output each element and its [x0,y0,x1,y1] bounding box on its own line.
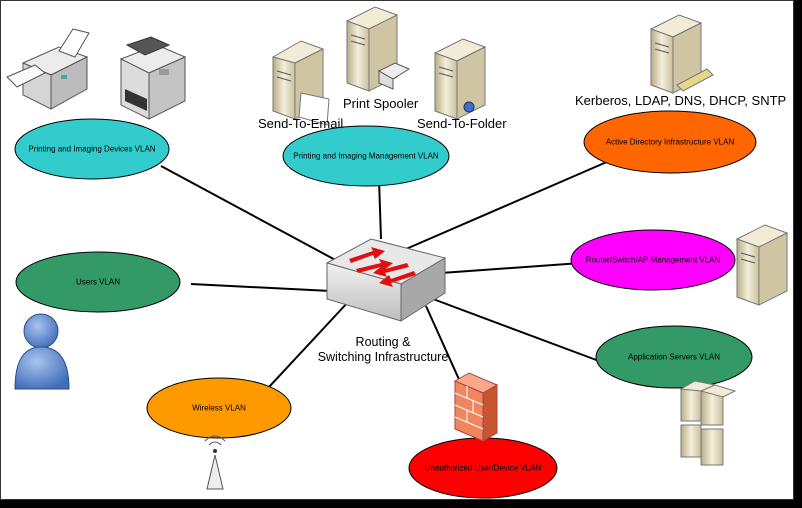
link-active-directory [405,160,610,250]
server-icon [433,38,487,120]
vlan-active-directory-label: Active Directory Infrastructure VLAN [605,137,735,147]
server-cluster-icon [679,380,737,466]
network-diagram: Printing and Imaging Devices VLAN Printi… [0,0,794,500]
print-spooler-caption: Print Spooler [343,96,419,111]
vlan-wireless-label: Wireless VLAN [192,403,246,413]
hub-label-line2: Switching Infrastructure [317,350,449,364]
diagram-svg [6,6,789,499]
vlan-active-directory-ellipse [583,110,757,174]
vlan-printing-devices-ellipse [14,118,170,180]
user-icon [14,313,70,390]
vlan-printing-devices-label: Printing and Imaging Devices VLAN [28,144,156,154]
vlan-router-management-label: Router/Switch/AP Management VLAN [585,255,721,265]
vlan-printing-management-ellipse [282,125,450,187]
link-printing-management [378,178,382,240]
vlan-unauthorized-label: Unauthorized User/Device VLAN [424,463,542,473]
firewall-icon [453,372,499,442]
send-to-folder-caption: Send-To-Folder [417,116,507,131]
server-icon [345,6,411,92]
link-users [190,283,332,292]
link-printing-devices [160,165,342,264]
ad-services-caption: Kerberos, LDAP, DNS, DHCP, SNTP [575,93,787,108]
server-icon [735,224,789,306]
server-icon [271,40,330,126]
vlan-printing-management-label: Printing and Imaging Management VLAN [293,151,439,161]
hub-label-line1: Routing & [355,335,411,349]
server-icon [649,14,714,94]
vlan-application-servers-ellipse [595,325,753,389]
hub-label: Routing & Switching Infrastructure [317,335,449,365]
send-to-email-caption: Send-To-Email [258,116,344,131]
vlan-wireless-ellipse [146,377,292,439]
vlan-application-servers-label: Application Servers VLAN [627,352,721,362]
vlan-users-ellipse [15,251,181,313]
wireless-ap-icon [204,435,226,490]
link-router-management [440,262,582,274]
multifunction-printer-icon [119,36,187,120]
link-wireless [255,300,350,402]
link-application-servers [432,298,600,362]
printer-icon [6,28,90,110]
vlan-users-label: Users VLAN [75,277,121,287]
vlan-router-management-ellipse [570,229,736,291]
switch-icon [325,238,447,322]
